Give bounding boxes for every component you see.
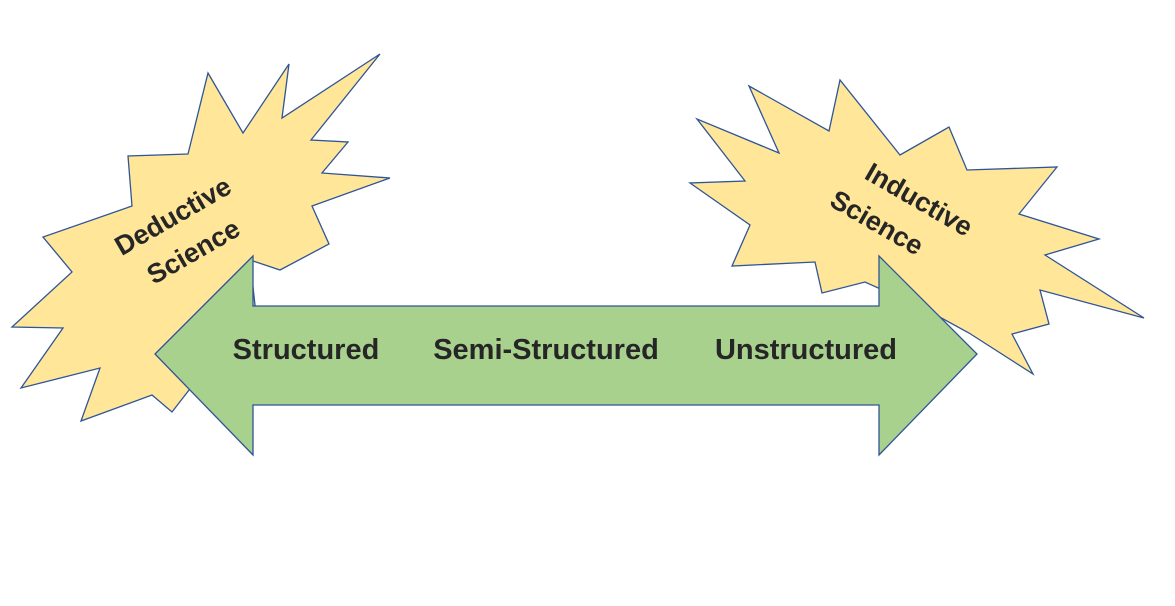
double-headed-arrow bbox=[154, 254, 978, 457]
inductive-science-burst bbox=[688, 78, 1145, 376]
arrow-label-structured: Structured bbox=[233, 334, 380, 366]
deductive-science-burst bbox=[10, 53, 391, 423]
arrow-label-semi-structured: Semi-Structured bbox=[433, 334, 659, 366]
arrow-label-unstructured: Unstructured bbox=[715, 334, 897, 366]
